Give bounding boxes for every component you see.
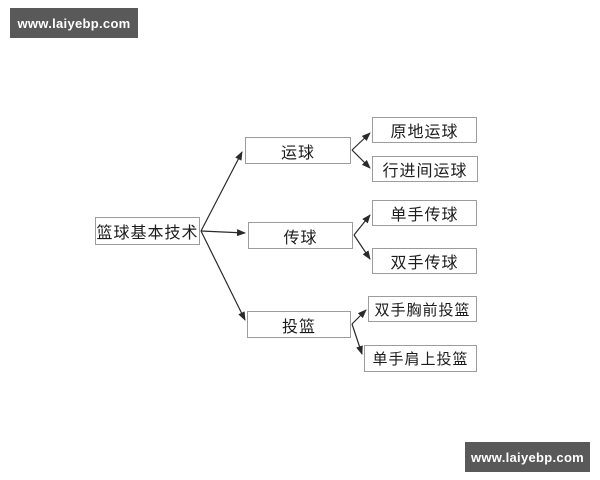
- node-branch-passing: 传球: [248, 222, 353, 249]
- node-leaf-one-hand-pass: 单手传球: [372, 200, 477, 226]
- watermark-top-left: www.laiyebp.com: [10, 8, 138, 38]
- node-leaf-one-hand-overhead-shot: 单手肩上投篮: [364, 345, 477, 372]
- node-leaf-stationary-dribble: 原地运球: [372, 117, 477, 143]
- watermark-bottom-right: www.laiyebp.com: [465, 442, 590, 472]
- node-branch-shooting: 投篮: [247, 311, 351, 338]
- node-leaf-two-hand-pass: 双手传球: [372, 248, 477, 274]
- node-leaf-two-hand-chest-shot: 双手胸前投篮: [368, 296, 477, 322]
- node-leaf-moving-dribble: 行进间运球: [372, 156, 478, 182]
- node-branch-dribbling: 运球: [245, 137, 351, 164]
- node-root-basketball-basics: 篮球基本技术: [95, 217, 200, 245]
